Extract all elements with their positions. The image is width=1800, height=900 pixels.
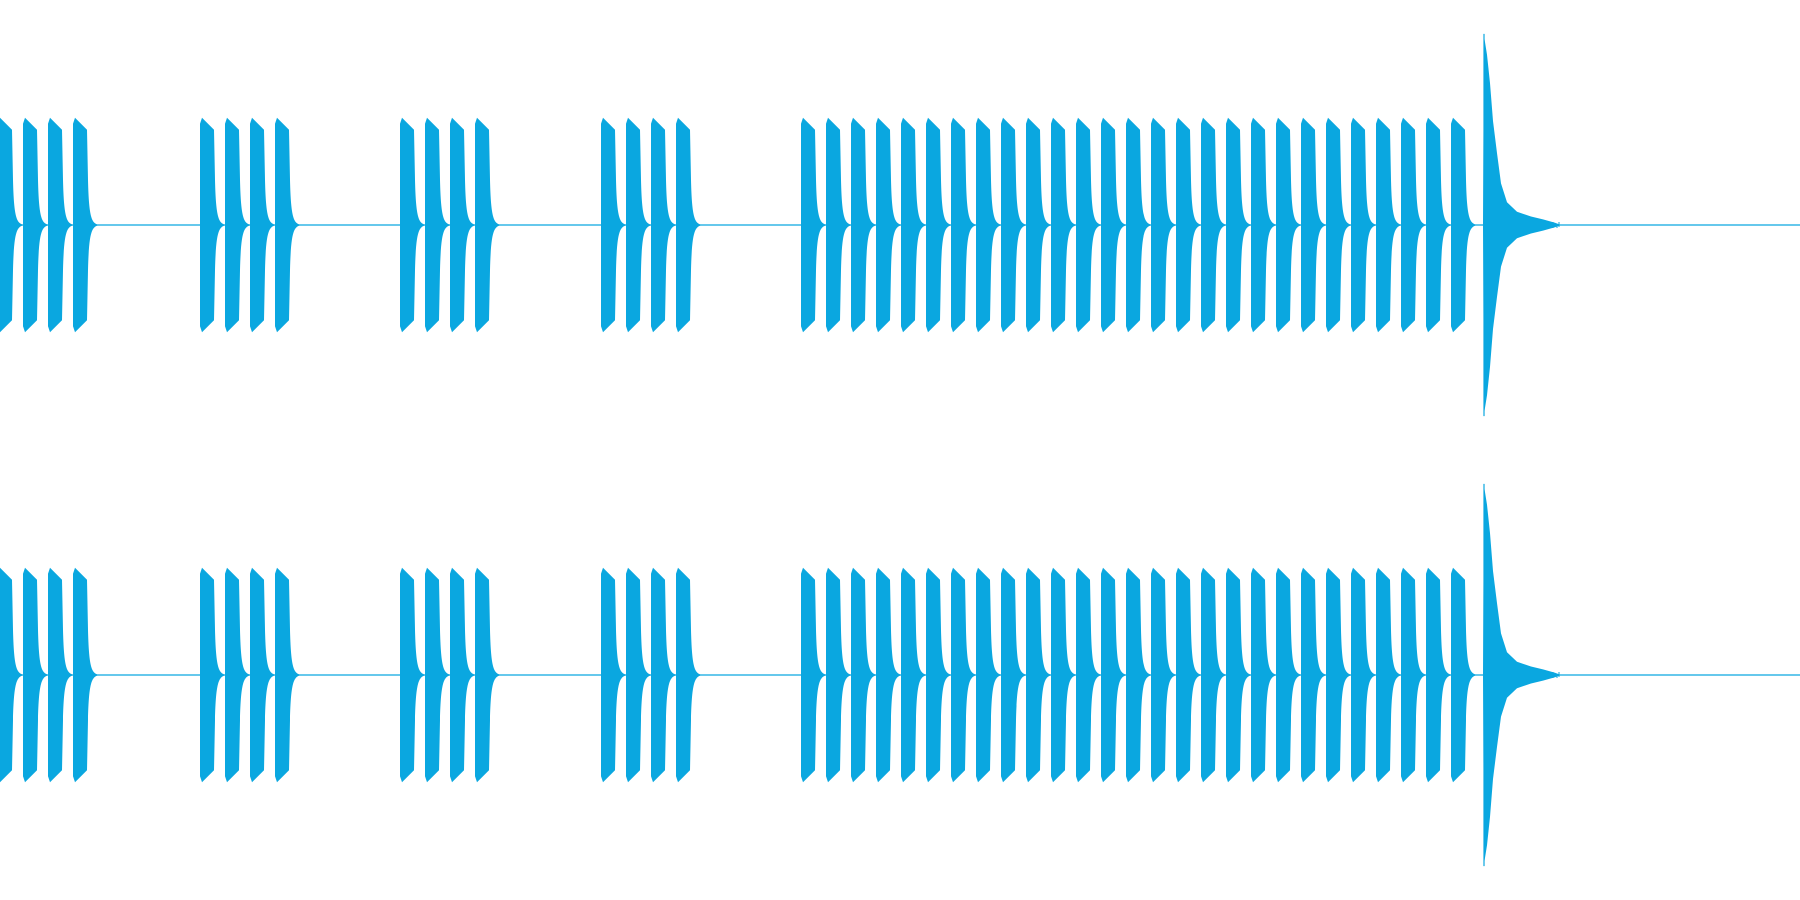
pulse	[801, 117, 827, 333]
pulse	[1051, 567, 1077, 783]
pulse	[450, 567, 476, 783]
pulse	[1401, 117, 1427, 333]
pulse	[1051, 117, 1077, 333]
pulse	[951, 567, 977, 783]
pulse	[1401, 567, 1427, 783]
pulse	[651, 117, 677, 333]
pulse	[425, 117, 451, 333]
pulse	[1201, 567, 1227, 783]
pulse	[1276, 567, 1302, 783]
pulse	[225, 567, 251, 783]
pulse	[901, 567, 927, 783]
pulse	[1176, 117, 1202, 333]
pulse	[676, 567, 702, 783]
pulse	[250, 117, 276, 333]
pulse	[626, 567, 652, 783]
pulse	[601, 117, 627, 333]
pulse	[976, 117, 1002, 333]
channel-left-waveform	[0, 33, 1800, 417]
pulse	[425, 567, 451, 783]
pulse	[876, 567, 902, 783]
pulse	[1026, 567, 1052, 783]
pulse	[926, 117, 952, 333]
pulse	[73, 567, 99, 783]
pulse	[951, 117, 977, 333]
pulse	[1376, 567, 1402, 783]
pulse	[275, 117, 301, 333]
pulse	[851, 567, 877, 783]
pulse	[826, 567, 852, 783]
pulse	[1076, 567, 1102, 783]
pulse	[801, 567, 827, 783]
pulse	[200, 117, 226, 333]
pulse	[1176, 567, 1202, 783]
pulse	[1276, 117, 1302, 333]
pulse	[1101, 567, 1127, 783]
pulse	[626, 117, 652, 333]
pulse	[1126, 567, 1152, 783]
decaying-burst	[1483, 485, 1561, 865]
pulse	[225, 117, 251, 333]
pulse	[1301, 567, 1327, 783]
pulse	[651, 567, 677, 783]
pulse	[1101, 117, 1127, 333]
pulse	[48, 567, 74, 783]
pulse	[275, 567, 301, 783]
pulse	[1426, 117, 1452, 333]
pulse	[200, 567, 226, 783]
pulse	[1376, 117, 1402, 333]
pulse	[0, 567, 24, 783]
pulse	[400, 117, 426, 333]
pulse	[1151, 117, 1177, 333]
pulse	[1026, 117, 1052, 333]
pulse	[1451, 117, 1477, 333]
pulse	[1426, 567, 1452, 783]
pulse	[851, 117, 877, 333]
pulse	[475, 117, 501, 333]
pulse	[0, 117, 24, 333]
pulse	[926, 567, 952, 783]
pulse	[601, 567, 627, 783]
channel-right-waveform	[0, 483, 1800, 867]
pulse	[250, 567, 276, 783]
pulse	[23, 117, 49, 333]
pulse	[1076, 117, 1102, 333]
pulse	[1201, 117, 1227, 333]
pulse	[1251, 117, 1277, 333]
decaying-burst	[1483, 35, 1561, 415]
pulse	[1326, 567, 1352, 783]
pulse	[1326, 117, 1352, 333]
pulse	[1451, 567, 1477, 783]
pulse	[475, 567, 501, 783]
pulse	[73, 117, 99, 333]
pulse	[400, 567, 426, 783]
pulse	[48, 117, 74, 333]
pulse	[976, 567, 1002, 783]
pulse	[1351, 567, 1377, 783]
pulse	[23, 567, 49, 783]
pulse	[1001, 567, 1027, 783]
pulse	[1226, 117, 1252, 333]
pulse	[1126, 117, 1152, 333]
pulse	[1001, 117, 1027, 333]
pulse	[1301, 117, 1327, 333]
pulse	[1351, 117, 1377, 333]
pulse	[1151, 567, 1177, 783]
pulse	[901, 117, 927, 333]
pulse	[1251, 567, 1277, 783]
pulse	[676, 117, 702, 333]
pulse	[876, 117, 902, 333]
pulse	[450, 117, 476, 333]
pulse	[826, 117, 852, 333]
pulse	[1226, 567, 1252, 783]
